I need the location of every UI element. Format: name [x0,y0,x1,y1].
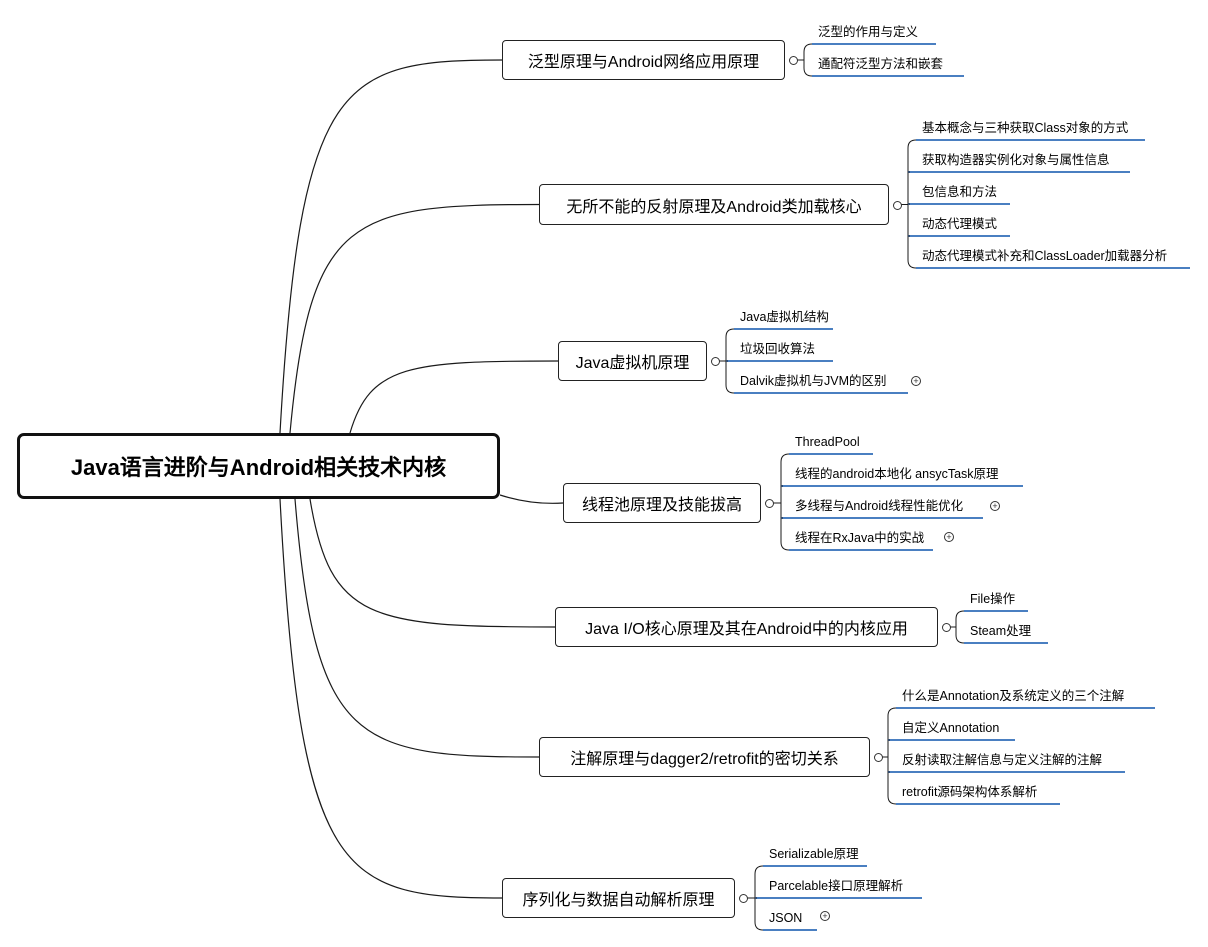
branch-java-io[interactable]: Java I/O核心原理及其在Android中的内核应用 [555,607,938,647]
leaf-topic[interactable]: 什么是Annotation及系统定义的三个注解 [902,689,1125,703]
root-topic[interactable]: Java语言进阶与Android相关技术内核 [17,433,500,499]
leaf-topic[interactable]: 泛型的作用与定义 [818,25,919,39]
leaf-topic[interactable]: 垃圾回收算法 [740,342,816,356]
leaf-topic[interactable]: 反射读取注解信息与定义注解的注解 [902,753,1103,767]
leaf-topic[interactable]: 通配符泛型方法和嵌套 [818,57,944,71]
collapse-toggle-icon[interactable] [711,357,720,366]
leaf-topic[interactable]: 动态代理模式 [922,217,998,231]
leaf-topic[interactable]: 多线程与Android线程性能优化 [795,499,964,513]
leaf-topic[interactable]: 获取构造器实例化对象与属性信息 [922,153,1110,167]
branch-serialization[interactable]: 序列化与数据自动解析原理 [502,878,735,918]
collapse-toggle-icon[interactable] [942,623,951,632]
leaf-topic[interactable]: 自定义Annotation [902,721,1000,735]
collapse-toggle-icon[interactable] [739,894,748,903]
branch-threadpool[interactable]: 线程池原理及技能拔高 [563,483,761,523]
leaf-topic[interactable]: 线程的android本地化 ansycTask原理 [795,467,999,481]
leaf-topic[interactable]: Dalvik虚拟机与JVM的区别 [740,374,887,388]
branch-reflection[interactable]: 无所不能的反射原理及Android类加载核心 [539,184,889,225]
branch-annotation[interactable]: 注解原理与dagger2/retrofit的密切关系 [539,737,870,777]
collapse-toggle-icon[interactable] [789,56,798,65]
expand-plus-icon[interactable]: + [911,376,921,386]
collapse-toggle-icon[interactable] [893,200,902,210]
leaf-topic[interactable]: 动态代理模式补充和ClassLoader加载器分析 [922,249,1168,263]
leaf-topic[interactable]: retrofit源码架构体系解析 [902,785,1038,799]
expand-plus-icon[interactable]: + [944,532,954,542]
leaf-topic[interactable]: Java虚拟机结构 [740,310,829,324]
leaf-topic[interactable]: Steam处理 [970,624,1032,638]
branch-generics[interactable]: 泛型原理与Android网络应用原理 [502,40,785,80]
branch-jvm[interactable]: Java虚拟机原理 [558,341,707,381]
expand-plus-icon[interactable]: + [990,501,1000,511]
leaf-topic[interactable]: 线程在RxJava中的实战 [795,531,925,545]
leaf-topic[interactable]: Parcelable接口原理解析 [769,879,904,893]
leaf-topic[interactable]: 包信息和方法 [922,185,998,199]
collapse-toggle-icon[interactable] [874,753,883,762]
collapse-toggle-icon[interactable] [765,499,774,508]
leaf-topic[interactable]: JSON [769,911,803,925]
leaf-topic[interactable]: File操作 [970,592,1016,606]
leaf-topic[interactable]: ThreadPool [795,435,860,449]
expand-plus-icon[interactable]: + [820,911,830,921]
leaf-topic[interactable]: 基本概念与三种获取Class对象的方式 [922,121,1129,135]
leaf-topic[interactable]: Serializable原理 [769,847,859,861]
